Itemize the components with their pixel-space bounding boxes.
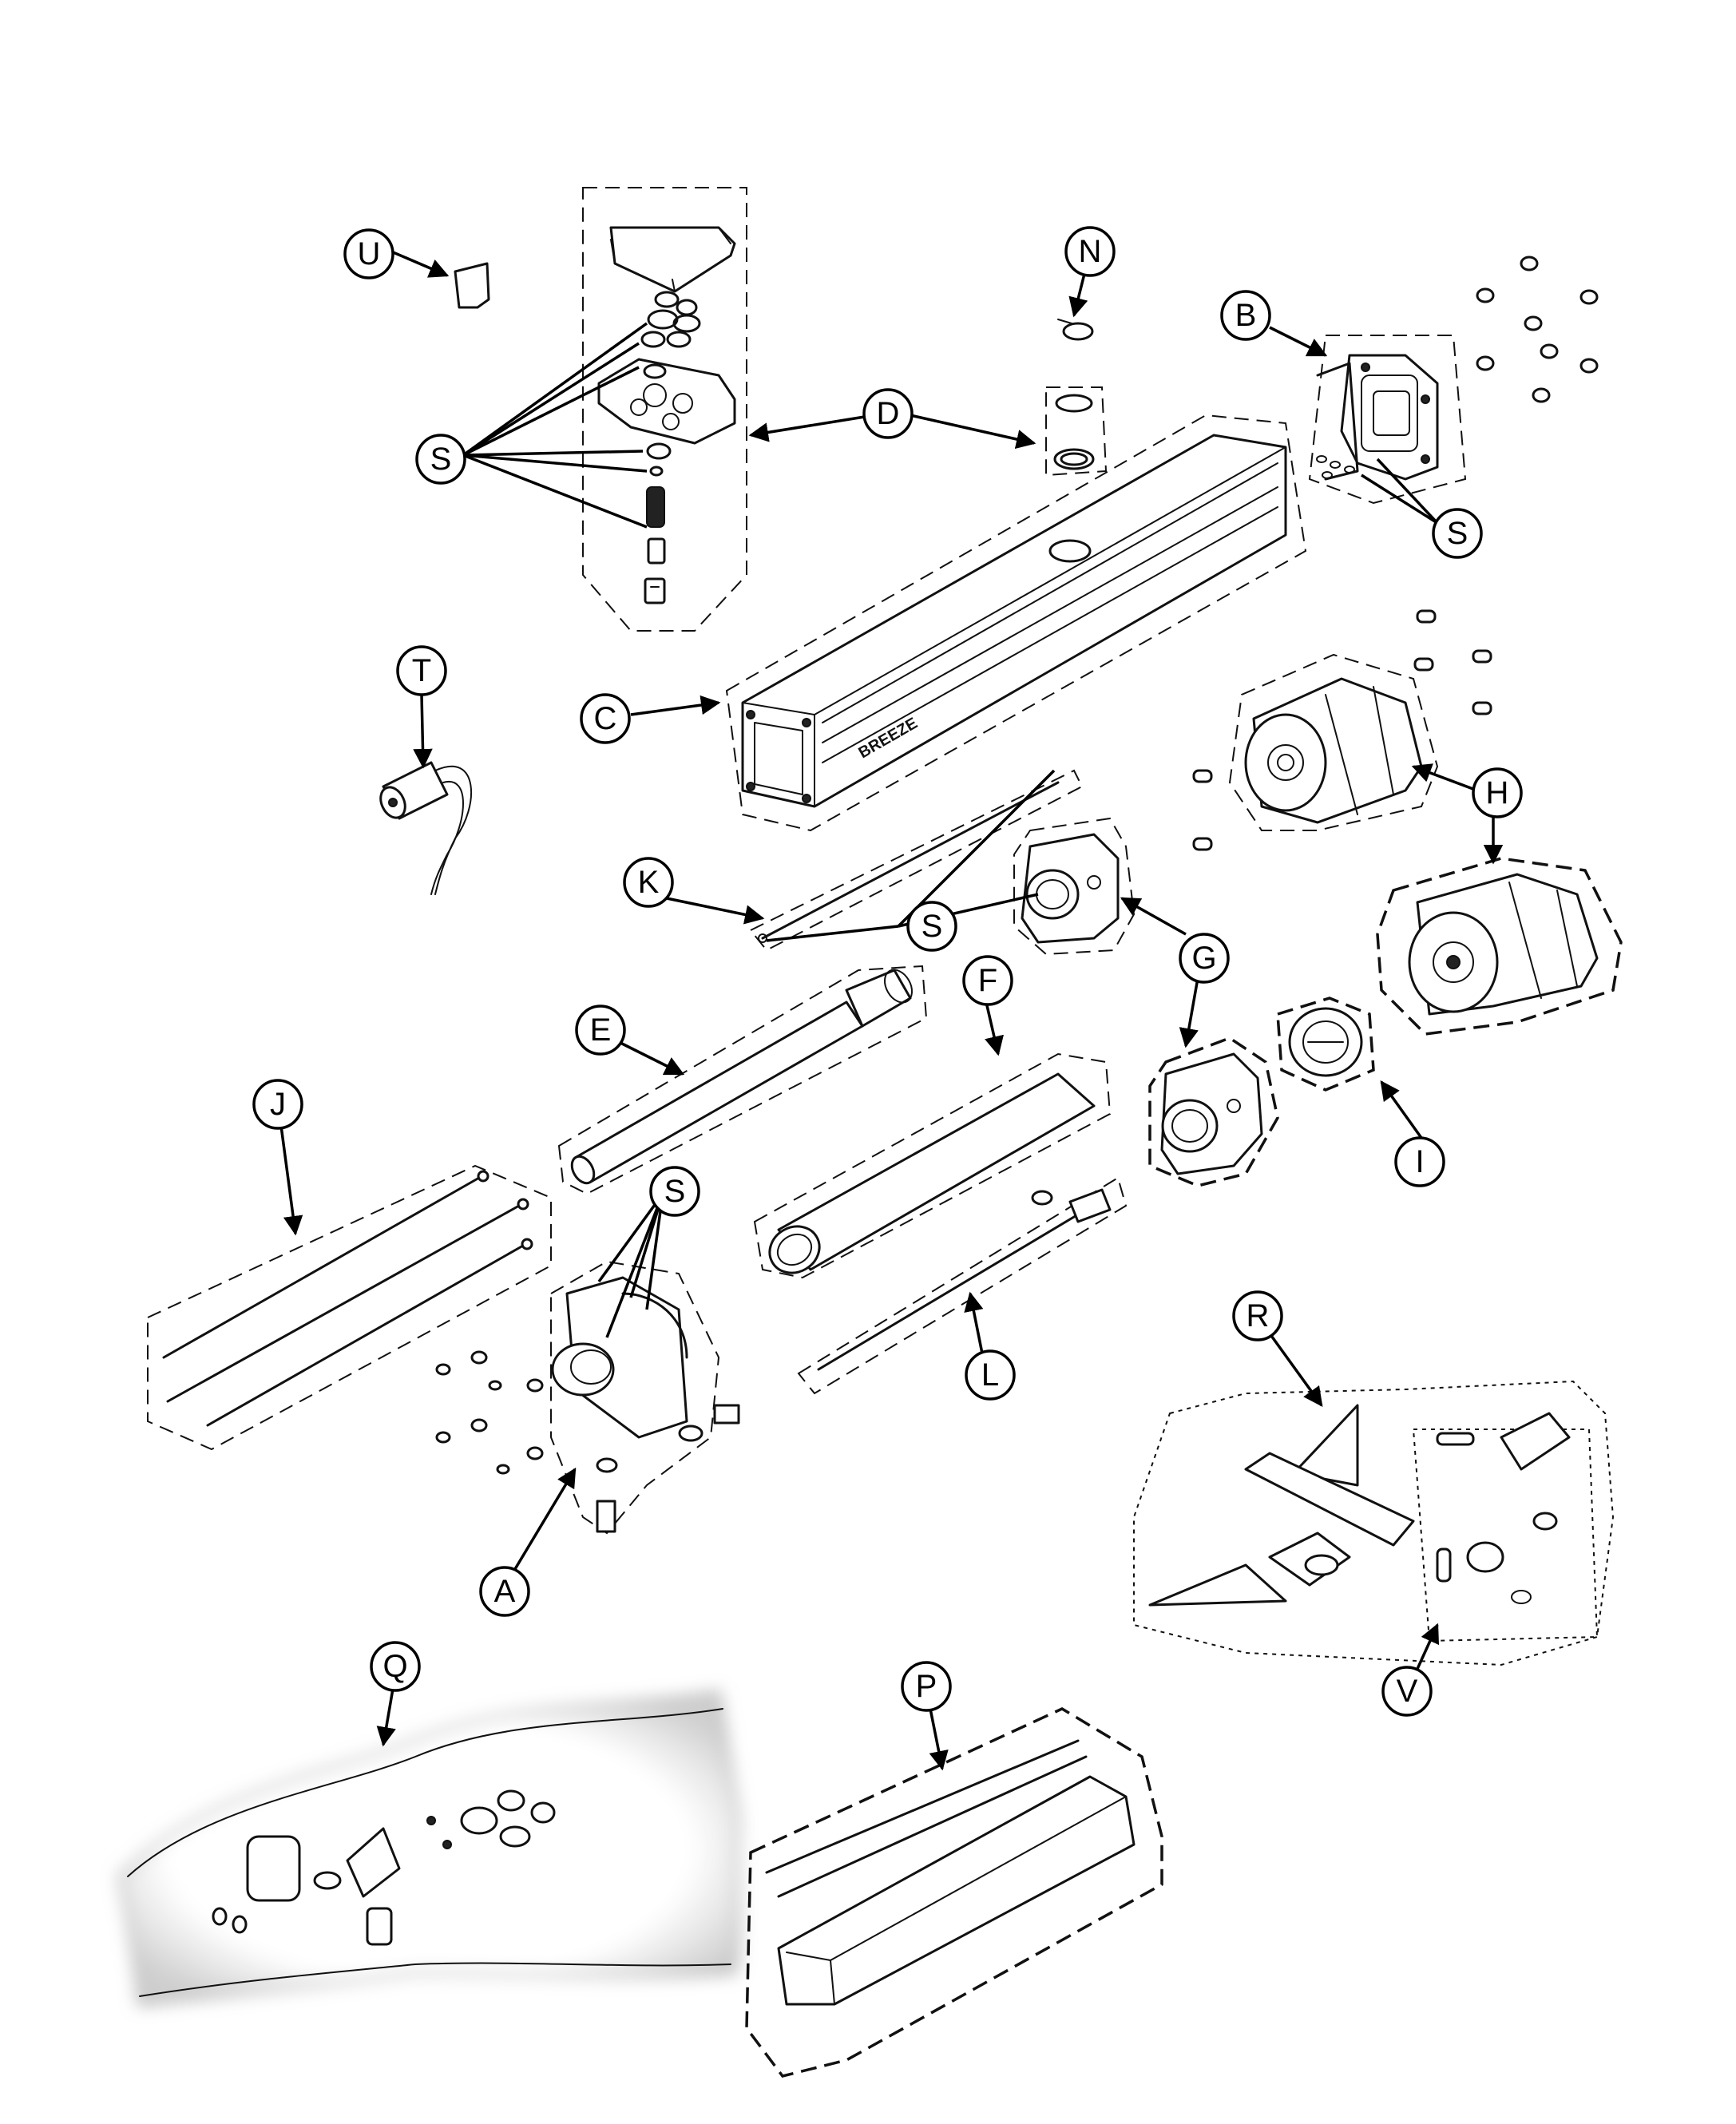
callout-s-top-right: S [1432, 508, 1483, 559]
svg-text:P: P [916, 1669, 937, 1704]
callout-h: H [1472, 767, 1523, 818]
svg-text:G: G [1191, 941, 1216, 976]
part-h-motor-lower [1376, 857, 1623, 1036]
callout-n: N [1064, 226, 1116, 277]
svg-text:A: A [494, 1574, 516, 1609]
callout-s-top-left: S [415, 434, 466, 485]
part-d-valve-assembly [582, 187, 747, 632]
part-n-small-cap [1057, 319, 1094, 341]
svg-text:H: H [1486, 775, 1509, 810]
part-b-screws [1476, 256, 1599, 403]
callout-l: L [965, 1349, 1016, 1401]
svg-text:N: N [1079, 234, 1102, 269]
part-b-end-cap [1308, 335, 1467, 505]
svg-text:J: J [270, 1087, 286, 1122]
part-h-pins [1192, 609, 1492, 851]
callout-c: C [580, 693, 631, 744]
svg-text:F: F [978, 963, 997, 998]
part-p-spare-profile [745, 1707, 1163, 2078]
callout-a: A [479, 1566, 530, 1617]
svg-text:S: S [922, 909, 943, 944]
svg-text:D: D [877, 396, 900, 431]
part-u-cap [454, 262, 490, 309]
callout-s-lower: S [649, 1166, 700, 1217]
callout-i: I [1394, 1136, 1445, 1187]
part-c-main-housing: BREEZE [725, 414, 1307, 832]
svg-text:Q: Q [382, 1649, 407, 1684]
callout-j: J [252, 1079, 303, 1130]
svg-text:B: B [1235, 298, 1257, 333]
callout-g: G [1179, 933, 1230, 984]
leader-lines [279, 250, 1504, 1771]
svg-text:S: S [1447, 516, 1468, 551]
part-l-inner-rod [797, 1176, 1128, 1395]
svg-text:I: I [1415, 1144, 1424, 1179]
callout-v: V [1381, 1666, 1433, 1717]
svg-text:K: K [638, 865, 660, 900]
part-k-rod [749, 769, 1084, 952]
part-f-cylinder-tube [753, 1052, 1112, 1279]
svg-text:C: C [594, 701, 617, 736]
part-j-tie-rods [147, 1164, 552, 1451]
part-g-pump-lower [1148, 1036, 1279, 1187]
callout-t: T [396, 645, 447, 696]
svg-text:S: S [430, 442, 452, 477]
part-g-pump-upper [1013, 817, 1136, 956]
callout-b: B [1220, 290, 1271, 341]
callout-d: D [862, 388, 914, 439]
part-e-piston-rod [557, 965, 928, 1195]
svg-text:U: U [358, 236, 381, 271]
svg-text:R: R [1247, 1298, 1270, 1333]
callout-s-middle: S [906, 901, 957, 952]
part-d-plug-and-ring [1045, 386, 1108, 477]
part-i-coupling [1276, 997, 1375, 1092]
callout-e: E [575, 1005, 626, 1056]
svg-text:T: T [412, 653, 431, 688]
callout-p: P [901, 1661, 952, 1712]
callout-f: F [962, 955, 1013, 1006]
callout-k: K [623, 857, 674, 908]
callout-r: R [1232, 1290, 1283, 1341]
part-a-small-fittings [435, 1350, 740, 1533]
svg-text:S: S [664, 1174, 686, 1209]
callout-u: U [343, 228, 394, 279]
part-q-spare-parts-bag [117, 1690, 741, 2007]
part-r-bracket-kit [1133, 1380, 1615, 1666]
part-t-capacitor [379, 761, 473, 895]
svg-text:V: V [1397, 1674, 1418, 1709]
part-a-front-end-cap [550, 1260, 720, 1535]
svg-text:E: E [590, 1012, 612, 1048]
part-h-motor-upper [1228, 653, 1439, 831]
callout-q: Q [370, 1641, 421, 1692]
svg-text:L: L [981, 1357, 999, 1393]
